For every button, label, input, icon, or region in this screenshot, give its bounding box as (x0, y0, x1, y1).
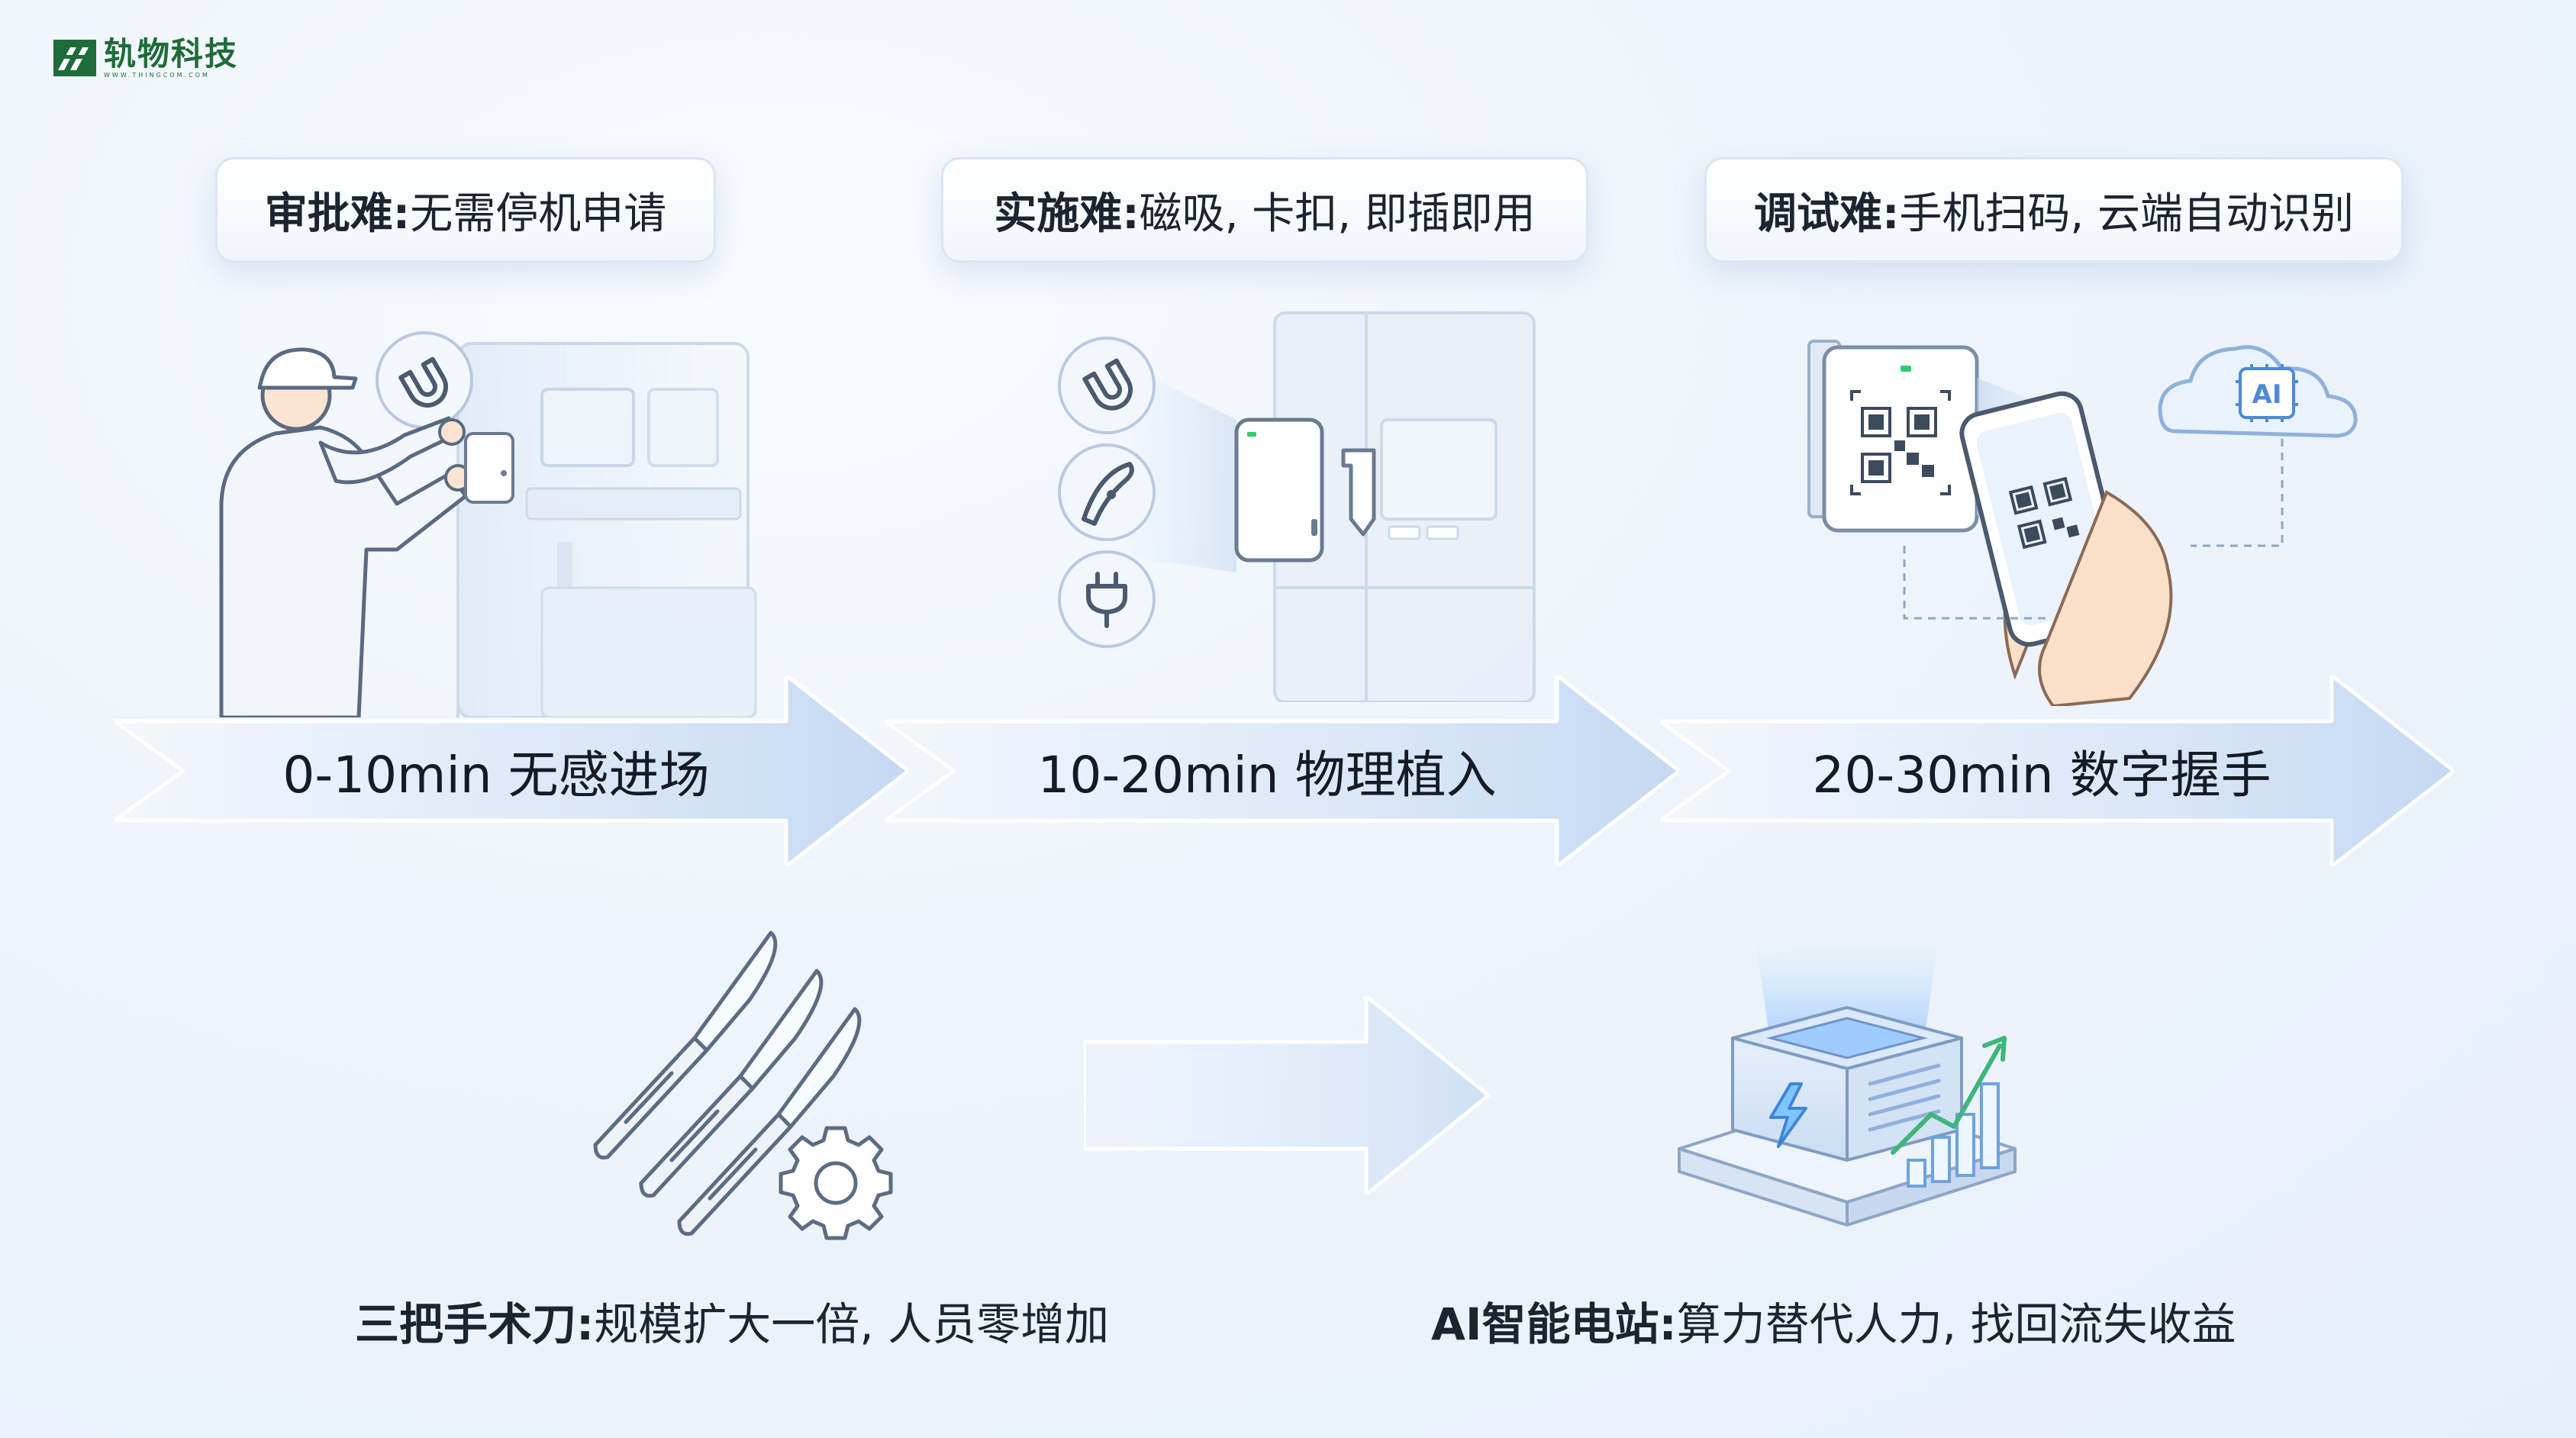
outcome-head: 三把手术刀: (355, 1298, 595, 1350)
brand-name: 轨物科技 (104, 35, 239, 73)
qr-device (1807, 340, 1979, 533)
scalpel-icon (593, 930, 778, 1160)
plug-option (1058, 550, 1156, 648)
outcome-text: 规模扩大一倍, 人员零增加 (594, 1298, 1110, 1350)
pain-point-debugging: 调试难: 手机扫码, 云端自动识别 (1704, 157, 2404, 263)
scalpel-icon (639, 969, 824, 1198)
pain-point-text: 无需停机申请 (410, 189, 667, 239)
clip-option (1058, 443, 1156, 541)
gear-icon (779, 1126, 893, 1240)
illustration-scalpels (593, 930, 893, 1240)
phone (1959, 391, 2173, 706)
illustration-qr-scan: AI (1807, 340, 2358, 706)
outcome-text: 算力替代人力, 找回流失收益 (1676, 1298, 2236, 1350)
brand-logo: 轨物科技 WWW.THINGCOM.COM (53, 37, 238, 79)
sensor-device (1234, 418, 1376, 563)
pain-point-head: 实施难: (994, 189, 1140, 239)
stage-arrow-1 (114, 675, 908, 866)
plug-icon (1086, 572, 1127, 628)
pain-point-head: 调试难: (1753, 189, 1900, 239)
magnet-icon (398, 356, 448, 408)
outcome-ai-station: AI智能电站: 算力替代人力, 找回流失收益 (1431, 1290, 2236, 1351)
stage-label-1: 0-10min 无感进场 (282, 746, 710, 804)
outcome-head: AI智能电站: (1431, 1298, 1677, 1350)
pain-point-implementation: 实施难: 磁吸, 卡扣, 即插即用 (941, 157, 1588, 263)
stage-arrow-3 (1660, 675, 2454, 866)
worker-figure (219, 347, 472, 717)
brand-url: WWW.THINGCOM.COM (104, 72, 210, 79)
brand-mark-icon (53, 40, 96, 76)
stage-arrow-2 (885, 675, 1679, 866)
pain-point-text: 手机扫码, 云端自动识别 (1899, 189, 2354, 239)
illustration-ai-station (1678, 939, 2017, 1227)
illustration-mounting (1058, 311, 1536, 702)
magnet-option (1058, 337, 1156, 434)
sensor-device (464, 432, 514, 504)
lightning-icon (1769, 1082, 1807, 1148)
scalpel-icon (677, 1007, 862, 1236)
cloud-badge-text: AI (2252, 379, 2282, 410)
magnet-icon (1082, 358, 1133, 411)
stage-label-2: 10-20min 物理植入 (1037, 746, 1497, 804)
qr-code-icon (1861, 407, 1937, 483)
growth-chart-icon (1907, 1082, 2000, 1188)
qr-code-icon (2008, 476, 2080, 550)
outcome-scalpels: 三把手术刀: 规模扩大一倍, 人员零增加 (355, 1290, 1109, 1351)
chip-icon (2236, 364, 2298, 422)
pain-point-text: 磁吸, 卡扣, 即插即用 (1139, 189, 1536, 239)
pain-point-approval: 审批难: 无需停机申请 (215, 157, 716, 263)
machine-graphic (456, 342, 757, 717)
cloud-icon: AI (2158, 345, 2358, 438)
transition-arrow (1084, 996, 1491, 1195)
cabinet-graphic (1273, 311, 1536, 702)
pain-point-head: 审批难: (264, 189, 411, 239)
stage-label-3: 20-30min 数字握手 (1812, 746, 2271, 804)
clip-icon (1082, 462, 1134, 526)
illustration-worker-install (219, 331, 757, 717)
